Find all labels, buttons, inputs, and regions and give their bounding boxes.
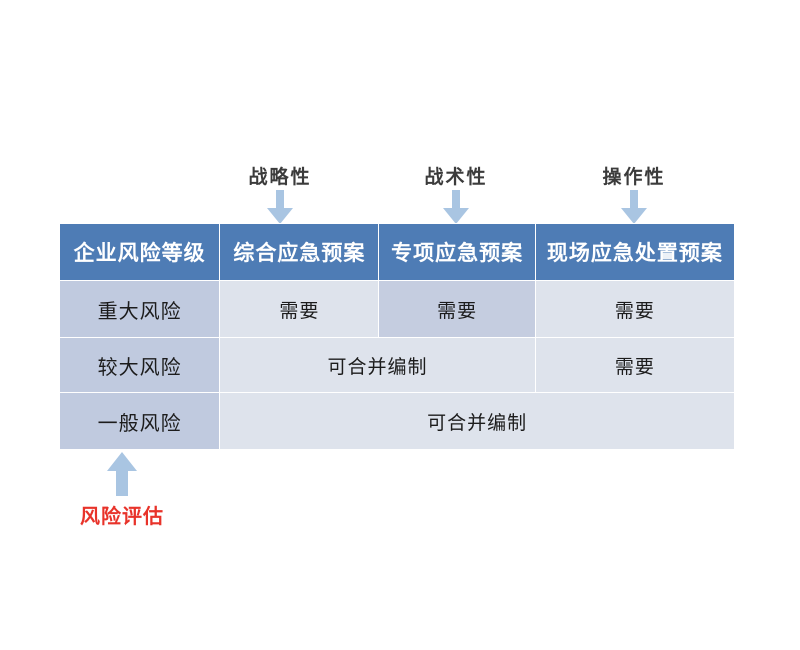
arrow-down-icon [267, 190, 293, 224]
header-cell-comprehensive-plan: 综合应急预案 [220, 224, 379, 280]
cell-general-merged-plan: 可合并编制 [220, 393, 734, 449]
header-cell-onsite-plan: 现场应急处置预案 [535, 224, 734, 280]
table-header-row: 企业风险等级 综合应急预案 专项应急预案 现场应急处置预案 [60, 224, 734, 280]
table-row: 一般风险 可合并编制 [60, 393, 734, 449]
annotation-label-tactical: 战术性 [424, 167, 488, 188]
cell-major-comprehensive: 需要 [220, 281, 379, 337]
row-label-major-risk: 重大风险 [60, 281, 220, 337]
annotation-label-risk-assessment: 风险评估 [80, 506, 164, 528]
table-row: 较大风险 可合并编制 需要 [60, 338, 734, 392]
header-cell-special-plan: 专项应急预案 [379, 224, 535, 280]
arrow-up-icon [107, 452, 137, 496]
header-cell-risk-level: 企业风险等级 [60, 224, 220, 280]
table-row: 重大风险 需要 需要 需要 [60, 281, 734, 337]
arrow-down-icon [443, 190, 469, 224]
cell-moderate-onsite: 需要 [535, 338, 734, 392]
risk-plan-matrix-table: 企业风险等级 综合应急预案 专项应急预案 现场应急处置预案 重大风险 需要 需要… [59, 223, 735, 450]
cell-major-onsite: 需要 [535, 281, 734, 337]
annotation-label-operational: 操作性 [602, 167, 666, 188]
row-label-moderate-risk: 较大风险 [60, 338, 220, 392]
cell-major-special: 需要 [379, 281, 535, 337]
arrow-down-icon [621, 190, 647, 224]
row-label-general-risk: 一般风险 [60, 393, 220, 449]
cell-moderate-merged-plan: 可合并编制 [220, 338, 535, 392]
annotation-label-strategic: 战略性 [248, 167, 312, 188]
